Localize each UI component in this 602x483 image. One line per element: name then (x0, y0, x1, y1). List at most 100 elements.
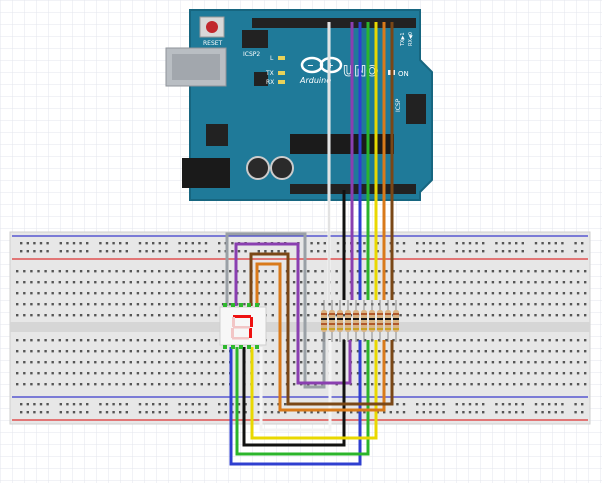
breadboard-hole (94, 270, 97, 273)
breadboard-hole (33, 250, 36, 253)
breadboard-hole (99, 242, 102, 245)
breadboard-hole (270, 250, 274, 253)
breadboard-hole (200, 383, 203, 386)
breadboard-hole (87, 292, 90, 295)
breadboard-hole (498, 383, 502, 386)
breadboard-hole (363, 383, 367, 386)
voltage-regulator (206, 124, 228, 146)
breadboard-hole (513, 314, 516, 317)
breadboard-hole (317, 242, 320, 245)
breadboard-hole (200, 303, 203, 306)
breadboard-hole (292, 292, 296, 295)
breadboard-hole (336, 242, 340, 245)
breadboard-hole (468, 242, 472, 245)
breadboard-hole (112, 411, 115, 414)
breadboard-hole (33, 242, 36, 245)
breadboard-hole (16, 339, 19, 342)
breadboard-hole (37, 339, 40, 342)
breadboard-hole (292, 372, 296, 375)
breadboard-hole (484, 350, 487, 353)
breadboard-hole (186, 372, 189, 375)
breadboard-hole (264, 292, 267, 295)
breadboard-hole (491, 372, 495, 375)
breadboard-hole (179, 270, 182, 273)
breadboard-hole (501, 242, 505, 245)
breadboard-hole (37, 350, 40, 353)
on-label: ON (398, 70, 409, 78)
breadboard-hole (186, 361, 189, 364)
breadboard-hole (165, 361, 168, 364)
breadboard-hole (193, 314, 196, 317)
breadboard-hole (434, 292, 438, 295)
breadboard-hole (65, 339, 69, 342)
breadboard-hole (569, 383, 573, 386)
breadboard-hole (562, 314, 566, 317)
breadboard-hole (495, 242, 498, 245)
breadboard-hole (165, 350, 168, 353)
breadboard-hole (420, 339, 424, 342)
breadboard-hole (152, 403, 155, 406)
breadboard-hole (442, 383, 445, 386)
breadboard-hole (115, 270, 118, 273)
breadboard-hole (555, 383, 558, 386)
breadboard-hole (576, 383, 580, 386)
breadboard-hole (541, 372, 544, 375)
breadboard-hole (39, 242, 43, 245)
breadboard-hole (193, 372, 196, 375)
breadboard-hole (214, 339, 218, 342)
breadboard-hole (122, 339, 125, 342)
breadboard-hole (292, 361, 296, 364)
breadboard-hole (101, 270, 104, 273)
breadboard-hole (150, 303, 154, 306)
breadboard-hole (87, 383, 90, 386)
breadboard-hole (584, 281, 587, 284)
breadboard-hole (101, 361, 104, 364)
wire-brown-lower (249, 252, 394, 406)
breadboard-hole (300, 372, 303, 375)
breadboard-hole (456, 361, 459, 364)
breadboard-hole (185, 411, 188, 414)
breadboard-hole (534, 292, 537, 295)
breadboard-hole (385, 383, 388, 386)
breadboard-hole (513, 303, 516, 306)
breadboard-hole (541, 292, 544, 295)
breadboard-hole (23, 281, 26, 284)
breadboard-hole (442, 411, 445, 414)
breadboard-hole (231, 250, 234, 253)
breadboard-hole (429, 411, 432, 414)
breadboard-hole (561, 411, 564, 414)
breadboard-hole (44, 350, 47, 353)
breadboard-hole (300, 303, 303, 306)
breadboard-hole (16, 270, 19, 273)
breadboard-hole (422, 403, 425, 406)
breadboard-hole (101, 350, 104, 353)
breadboard-hole (172, 372, 175, 375)
wire-black-lower (242, 340, 346, 447)
breadboard-hole (534, 339, 537, 342)
breadboard-hole (470, 361, 473, 364)
breadboard-hole (44, 303, 47, 306)
breadboard-hole (271, 350, 274, 353)
breadboard-hole (527, 314, 530, 317)
breadboard-hole (51, 281, 54, 284)
breadboard-hole (541, 242, 544, 245)
breadboard-hole (442, 242, 445, 245)
breadboard-hole (356, 339, 360, 342)
breadboard-hole (434, 339, 438, 342)
breadboard-hole (328, 303, 331, 306)
breadboard-hole (521, 250, 524, 253)
breadboard-hole (94, 314, 97, 317)
breadboard-hole (193, 339, 196, 342)
breadboard-hole (37, 372, 40, 375)
breadboard-hole (548, 314, 551, 317)
breadboard-hole (413, 350, 416, 353)
breadboard-hole (72, 411, 76, 414)
breadboard-hole (87, 281, 90, 284)
reset-button-cap[interactable] (206, 21, 218, 33)
breadboard-hole (94, 350, 97, 353)
breadboard-hole (491, 339, 495, 342)
breadboard-hole (271, 281, 274, 284)
breadboard-hole (221, 270, 225, 273)
breadboard-hole (335, 303, 338, 306)
breadboard-hole (33, 411, 36, 414)
